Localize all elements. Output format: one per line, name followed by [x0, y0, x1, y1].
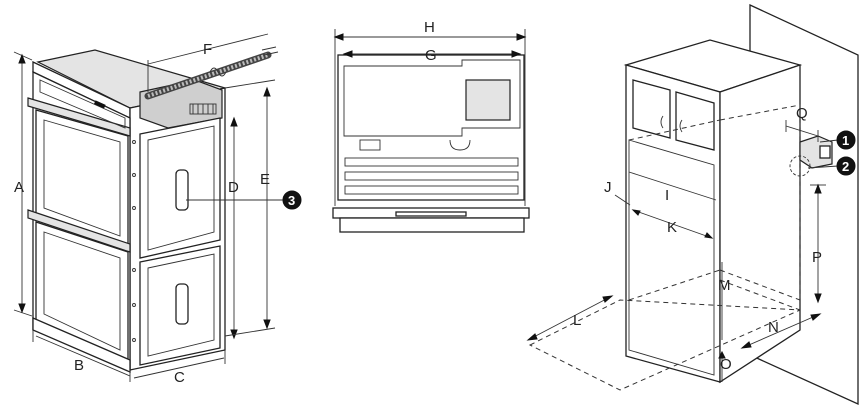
callout-3-number: 3 — [288, 193, 295, 208]
dim-label-g: G — [425, 47, 437, 64]
dim-label-i: I — [665, 187, 669, 204]
dim-label-c: C — [174, 369, 185, 386]
callout-3-marker — [282, 190, 302, 210]
callout-2-marker — [836, 156, 856, 176]
dim-label-l: L — [573, 312, 581, 329]
cabinet-cutout-drawing — [526, 3, 859, 406]
dim-label-p: P — [812, 249, 822, 266]
dim-label-q: Q — [796, 105, 808, 122]
callout-2-number: 2 — [842, 159, 849, 174]
oven-top-view-drawing — [332, 29, 530, 233]
dim-label-m: M — [718, 277, 731, 294]
dim-label-o: O — [720, 356, 732, 373]
dim-label-h: H — [424, 19, 435, 36]
callout-1-marker — [836, 130, 856, 150]
dim-label-n: N — [768, 319, 779, 336]
dim-label-j: J — [604, 179, 612, 196]
dim-label-b: B — [74, 357, 84, 374]
dim-label-d: D — [228, 179, 239, 196]
dim-label-e: E — [260, 171, 270, 188]
callout-1-number: 1 — [842, 133, 849, 148]
dim-label-f: F — [203, 41, 212, 58]
dim-label-k: K — [667, 219, 677, 236]
dim-label-a: A — [14, 179, 24, 196]
double-oven-drawing — [13, 33, 283, 382]
